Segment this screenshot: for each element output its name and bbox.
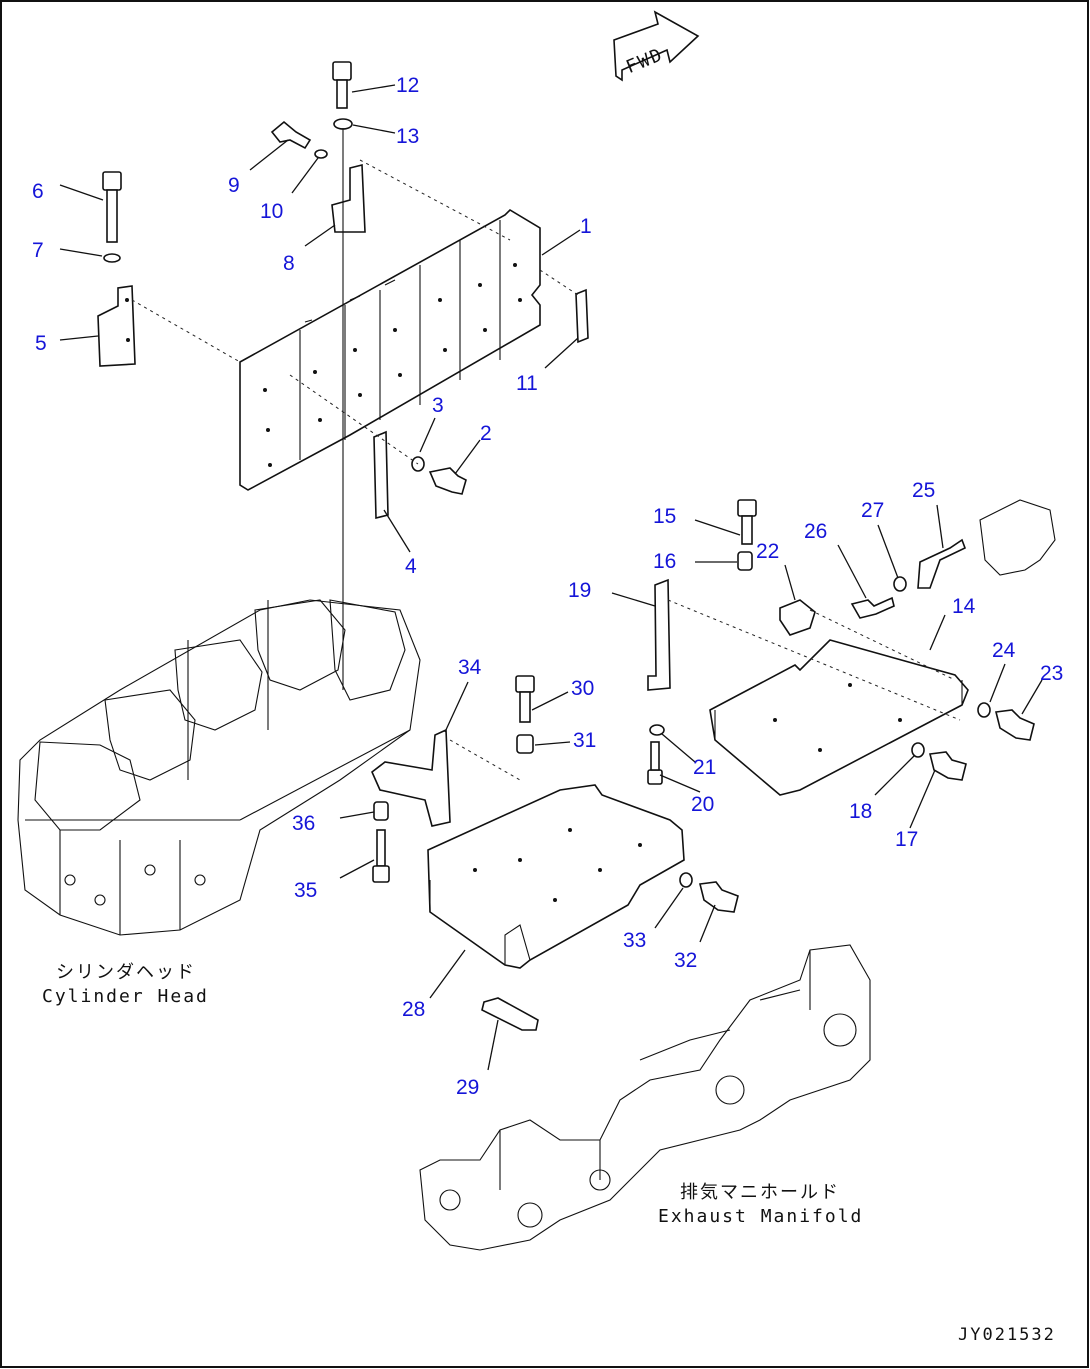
part-33-washer xyxy=(679,872,693,888)
callout-8: 8 xyxy=(283,252,295,275)
callout-30: 30 xyxy=(571,677,594,700)
part-25-bracket xyxy=(917,538,967,589)
part-8-bracket xyxy=(331,163,366,233)
part-21-washer xyxy=(649,724,665,736)
part-2-bolt xyxy=(428,467,467,495)
cylinder-head-outline xyxy=(17,599,421,936)
callout-13: 13 xyxy=(396,125,419,148)
cylinder-head-label-en: Cylinder Head xyxy=(42,986,209,1007)
part-5-bracket xyxy=(97,285,136,367)
callout-1: 1 xyxy=(580,215,592,238)
part-31-collar xyxy=(516,734,534,754)
part-20-bolt xyxy=(647,741,663,785)
exhaust-manifold-label-en: Exhaust Manifold xyxy=(658,1206,863,1227)
callout-25: 25 xyxy=(912,479,935,502)
part-24-washer xyxy=(977,702,991,718)
callout-5: 5 xyxy=(35,332,47,355)
part-1-heat-shield xyxy=(239,208,541,491)
part-4-strap xyxy=(373,430,389,520)
part-32-bolt xyxy=(699,881,739,913)
callout-15: 15 xyxy=(653,505,676,528)
part-14-cover-plate xyxy=(709,639,969,796)
part-9-bolt xyxy=(270,120,312,150)
part-19-bracket xyxy=(647,578,671,691)
part-11-strap xyxy=(575,288,589,344)
part-12-bolt xyxy=(332,61,352,109)
callout-28: 28 xyxy=(402,998,425,1021)
callout-26: 26 xyxy=(804,520,827,543)
part-36-collar xyxy=(373,801,389,821)
callout-11: 11 xyxy=(516,372,538,395)
part-16-collar xyxy=(737,551,753,571)
callout-29: 29 xyxy=(456,1076,479,1099)
callout-10: 10 xyxy=(260,200,283,223)
part-34-bracket xyxy=(371,728,451,827)
callout-33: 33 xyxy=(623,929,646,952)
part-27-washer xyxy=(893,576,907,592)
callout-17: 17 xyxy=(895,828,918,851)
drawing-code: JY021532 xyxy=(958,1325,1056,1345)
part-25-mount-outline xyxy=(979,499,1056,576)
fwd-arrow-icon: FWD xyxy=(613,10,700,82)
callout-2: 2 xyxy=(480,422,492,445)
callout-24: 24 xyxy=(992,639,1016,662)
part-18-washer xyxy=(911,742,925,758)
callout-4: 4 xyxy=(405,555,417,578)
callout-numbers: 1 2 3 4 5 6 7 8 9 10 11 12 13 14 15 16 1… xyxy=(32,74,1063,1099)
part-29-plate xyxy=(481,997,539,1031)
part-35-bolt xyxy=(372,829,390,883)
part-22-bracket xyxy=(779,599,816,636)
callout-6: 6 xyxy=(32,180,44,203)
part-10-washer xyxy=(314,149,328,159)
callout-23: 23 xyxy=(1040,662,1063,685)
part-30-bolt xyxy=(515,675,535,723)
callout-3: 3 xyxy=(432,394,444,417)
part-17-bolt xyxy=(929,751,967,781)
exhaust-manifold-label-jp: 排気マニホールド xyxy=(680,1182,840,1203)
callout-22: 22 xyxy=(756,540,779,563)
callout-27: 27 xyxy=(861,499,884,522)
leader-lines xyxy=(59,84,1043,1071)
callout-19: 19 xyxy=(568,579,591,602)
callout-31: 31 xyxy=(573,729,596,752)
callout-12: 12 xyxy=(396,74,419,97)
callout-34: 34 xyxy=(458,656,482,679)
callout-21: 21 xyxy=(693,756,716,779)
part-15-bolt xyxy=(737,499,757,545)
part-23-bolt xyxy=(995,709,1035,741)
callout-20: 20 xyxy=(691,793,714,816)
part-6-bolt xyxy=(102,171,122,243)
callout-32: 32 xyxy=(674,949,697,972)
callout-35: 35 xyxy=(294,879,317,902)
callout-18: 18 xyxy=(849,800,872,823)
callout-36: 36 xyxy=(292,812,315,835)
part-26-bolt xyxy=(850,596,895,619)
callout-7: 7 xyxy=(32,239,44,262)
callout-9: 9 xyxy=(228,174,240,197)
cylinder-head-label-jp: シリンダヘッド xyxy=(56,962,196,983)
part-28-cover-plate xyxy=(427,784,685,969)
callout-16: 16 xyxy=(653,550,676,573)
part-13-washer xyxy=(333,118,353,130)
callout-14: 14 xyxy=(952,595,976,618)
exhaust-manifold-outline xyxy=(419,944,871,1251)
part-7-washer xyxy=(103,253,121,263)
